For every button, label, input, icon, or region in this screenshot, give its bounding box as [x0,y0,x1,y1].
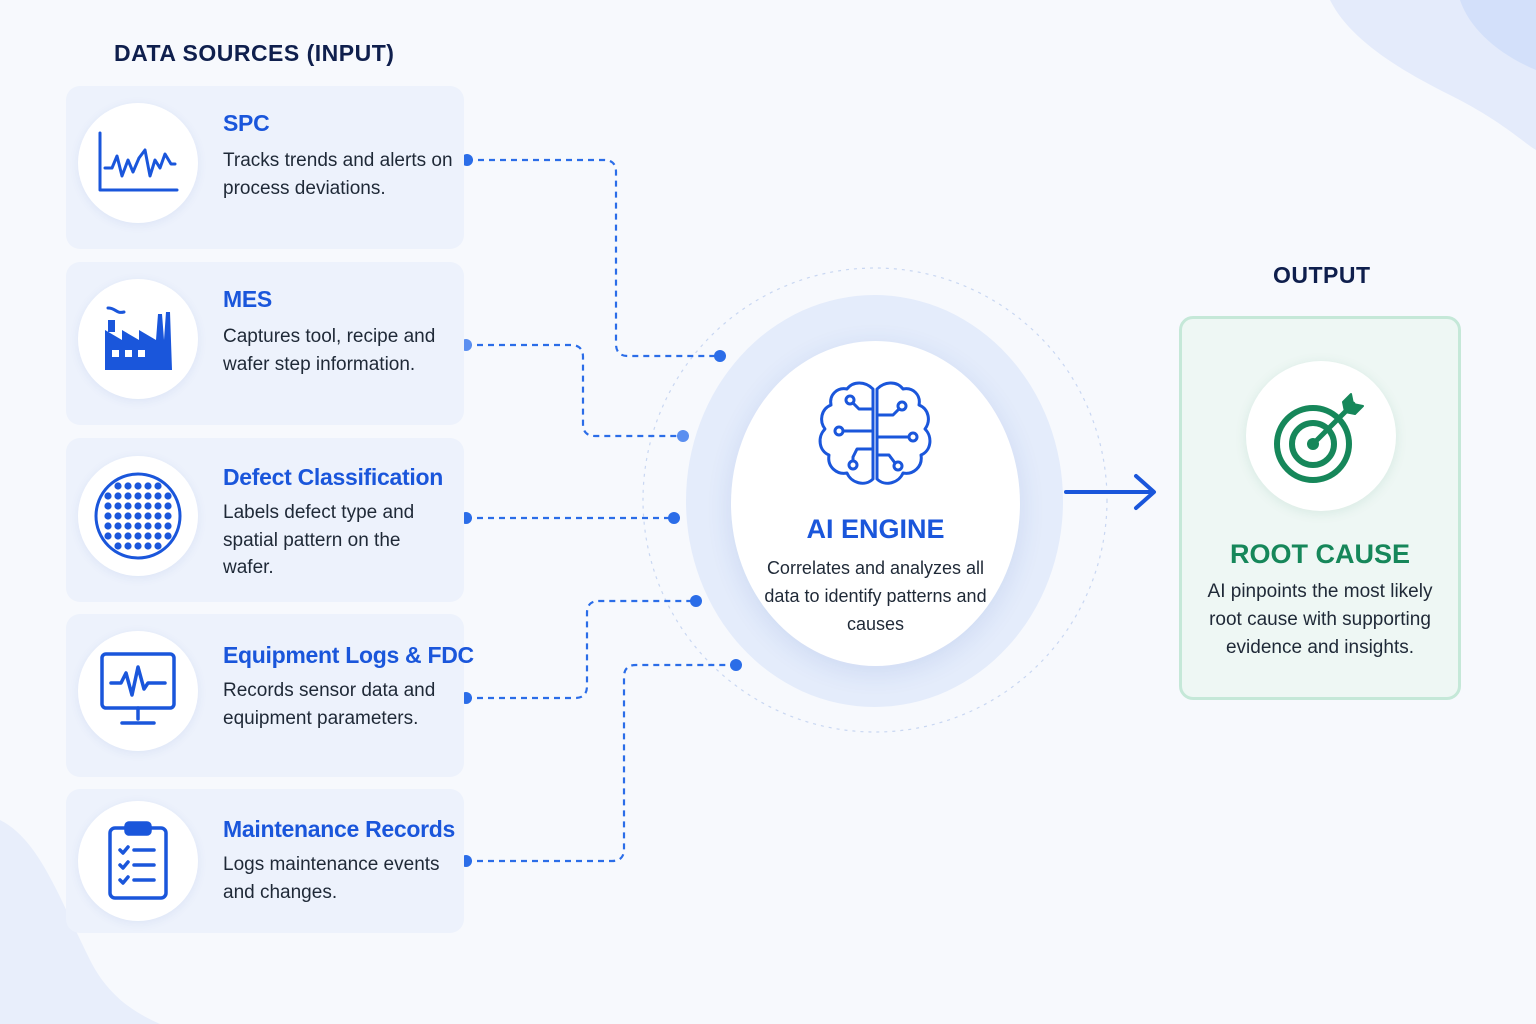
output-title: ROOT CAUSE [1229,539,1410,569]
wafer-die-dot [104,522,112,530]
engine-outer-dashed-ring [642,267,1108,733]
source-card-equipment-logs-fdc: Equipment Logs & FDC Records sensor data… [66,614,474,777]
connector-spc [467,158,720,358]
wafer-die-dot [124,482,132,490]
wafer-die-dot [114,522,122,530]
connector-dot [690,595,702,607]
wafer-die-dot [144,522,152,530]
output-section-heading: OUTPUT [1273,262,1371,288]
wafer-die-dot [144,532,152,540]
wafer-die-dot [144,512,152,520]
wafer-die-dot [154,522,162,530]
wafer-die-dot [144,542,152,550]
source-description: Logs maintenance events and changes. [223,854,440,903]
wafer-die-dot [104,502,112,510]
source-card-defect-classification: Defect Classification Labels defect type… [66,438,464,602]
input-section-heading: DATA SOURCES (INPUT) [114,40,395,66]
wafer-die-dot [134,492,142,500]
connector-maintenance-records [466,663,736,863]
wafer-die-dot [124,522,132,530]
wafer-die-dot [164,522,172,530]
wafer-die-dot [134,482,142,490]
output-arrow [1064,474,1156,510]
wafer-die-dot [154,532,162,540]
source-description: Labels defect type and spatial pattern o… [223,502,415,578]
wafer-die-dot [124,502,132,510]
brain-circuit-icon [818,381,932,485]
wafer-die-dot [144,502,152,510]
connector-equipment-logs [466,599,696,700]
connector-dot [730,659,742,671]
output-icon-container [1246,361,1396,511]
source-title: Defect Classification [223,464,443,490]
wafer-die-dot [164,512,172,520]
wafer-die-dot [134,522,142,530]
trend-chart-icon [98,131,179,192]
wafer-die-dot [114,502,122,510]
clipboard-checklist-icon [108,821,168,900]
wafer-die-dot [134,502,142,510]
output-description: AI pinpoints the most likely root cause … [1207,581,1433,658]
wafer-die-dot [134,512,142,520]
wafer-die-dot [124,492,132,500]
wafer-die-dot [114,542,122,550]
output-card-root-cause: ROOT CAUSE AI pinpoints the most likely … [1179,316,1461,700]
source-title: MES [223,286,272,312]
wafer-die-dot [104,492,112,500]
wafer-die-dot [124,542,132,550]
wafer-die-dot [144,492,152,500]
connector-dot [677,430,689,442]
source-title: SPC [223,110,270,136]
source-card-spc: SPC Tracks trends and alerts on process … [66,86,464,249]
ai-engine-description: Correlates and analyzes all data to iden… [764,558,987,634]
wafer-die-dot [134,532,142,540]
wafer-die-dot [154,512,162,520]
wafer-die-dot [114,492,122,500]
wafer-die-dot [164,532,172,540]
source-icon-container [78,801,198,921]
ai-engine-node: AI ENGINE Correlates and analyzes all da… [731,341,1020,666]
wafer-die-dot [154,502,162,510]
source-description: Captures tool, recipe and wafer step inf… [223,326,436,375]
wafer-die-dot [164,492,172,500]
source-description: Tracks trends and alerts on process devi… [223,150,453,199]
connector-dot [668,512,680,524]
wafer-icon [94,472,182,560]
wafer-die-dot [154,482,162,490]
wafer-die-dot [124,512,132,520]
wafer-die-dot [104,532,112,540]
source-icon-container [78,456,198,576]
factory-icon [105,306,172,370]
wafer-die-dot [104,512,112,520]
wafer-die-dot [114,512,122,520]
wafer-die-dot [114,532,122,540]
wafer-die-dot [154,492,162,500]
source-description: Records sensor data and equipment parame… [223,680,436,729]
wafer-die-dot [144,482,152,490]
source-title: Equipment Logs & FDC [223,642,474,668]
source-icon-container [78,279,198,399]
source-icon-container [78,631,198,751]
wafer-die-dot [124,532,132,540]
target-arrow-icon [1274,393,1364,483]
wafer-die-dot [134,542,142,550]
connector-dot [461,154,473,166]
wafer-die-dot [114,482,122,490]
connector-dot [714,350,726,362]
source-card-maintenance-records: Maintenance Records Logs maintenance eve… [66,789,464,933]
ai-engine-title: AI ENGINE [806,514,945,544]
source-icon-container [78,103,198,223]
wafer-die-dot [164,502,172,510]
connector-mes [466,343,683,438]
wafer-die-dot [154,542,162,550]
source-title: Maintenance Records [223,816,456,842]
source-card-mes: MES Captures tool, recipe and wafer step… [66,262,464,425]
monitor-pulse-icon [100,652,176,725]
